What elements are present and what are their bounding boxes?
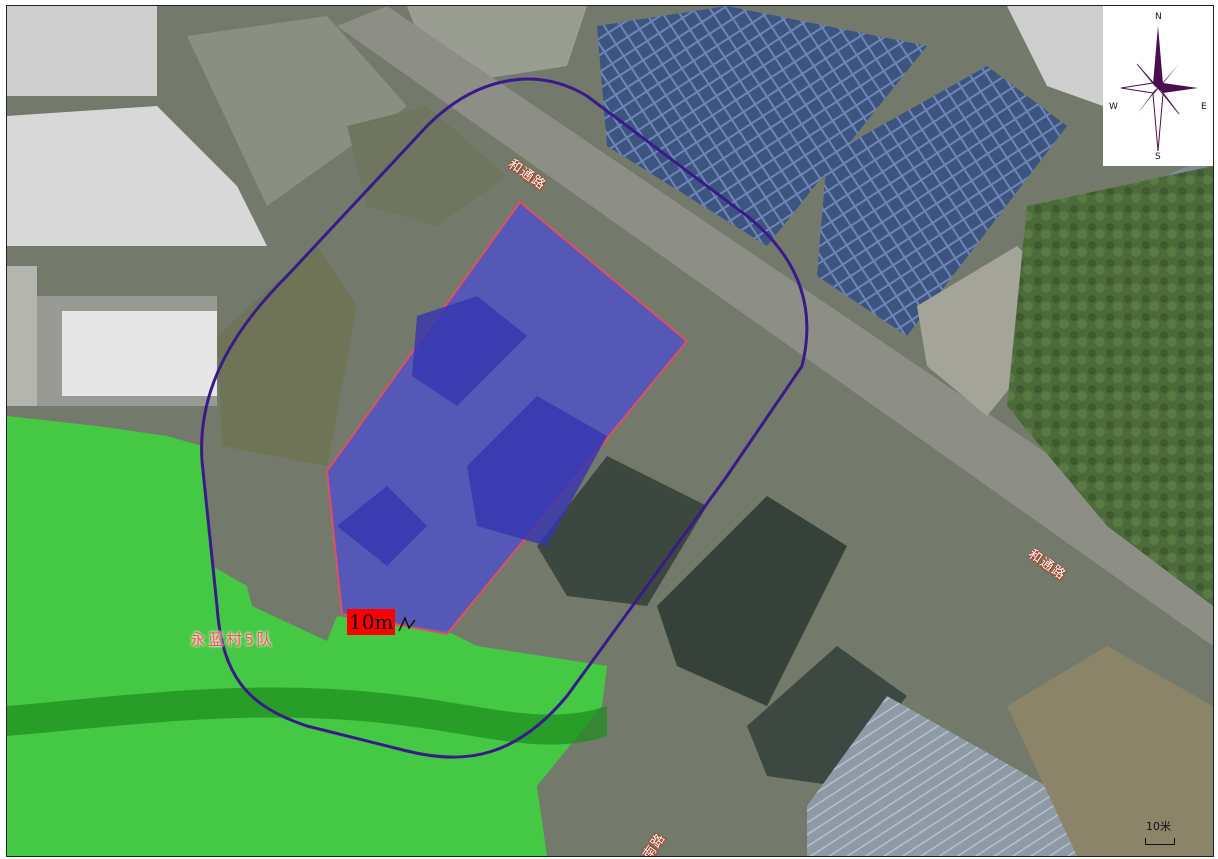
compass-east: E	[1201, 102, 1207, 112]
compass: N S W E	[1103, 6, 1213, 166]
satellite-imagery	[7, 6, 1213, 856]
compass-west: W	[1109, 102, 1118, 112]
compass-south: S	[1155, 152, 1161, 162]
scale-label: 10米	[1146, 820, 1171, 833]
map-view[interactable]: 和通路 和通路 南路 永蓝村5队 10m N S W E 10米	[6, 5, 1214, 857]
compass-north: N	[1155, 12, 1162, 22]
scale-bar-line	[1145, 838, 1175, 845]
scale-bar: 10米	[1143, 818, 1183, 848]
distance-label: 10m	[347, 609, 396, 635]
buffer-boundary	[200, 77, 809, 759]
compass-rose-icon	[1120, 26, 1198, 152]
village-label: 永蓝村5队	[190, 630, 275, 649]
